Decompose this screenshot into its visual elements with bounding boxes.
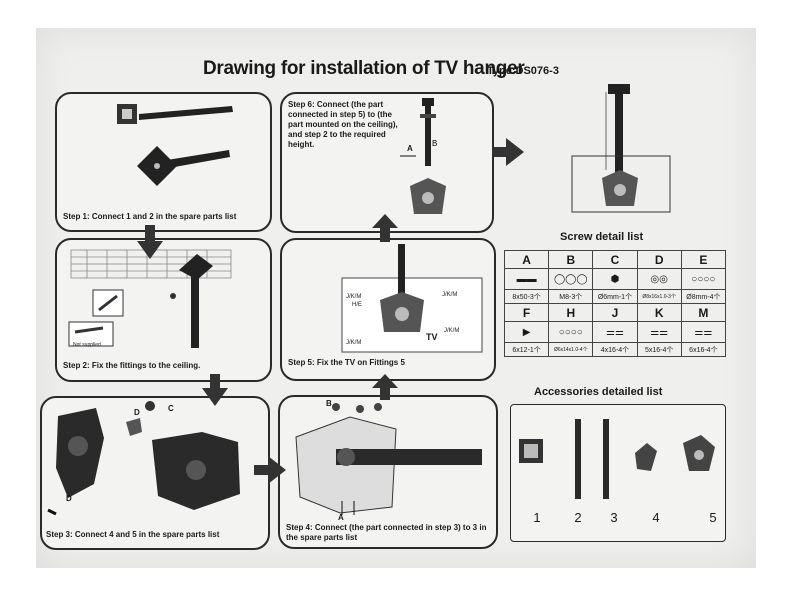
screw-letter-d: D — [636, 250, 682, 269]
screw-row-2-letters: F H J K M — [503, 303, 727, 322]
screw-letter-c: C — [592, 250, 638, 269]
final-install-diagram — [562, 82, 714, 222]
step4-illustration — [295, 403, 482, 515]
screw-pair-icon: ⚌⚌ — [680, 321, 727, 343]
step4-caption: Step 4: Connect (the part connected in s… — [286, 523, 487, 542]
screw-letter-a: A — [503, 250, 550, 269]
screw-letter-h: H — [548, 303, 594, 322]
anchor-icon: ▶ — [503, 321, 550, 343]
screw-letter-e: E — [680, 250, 727, 269]
screw-letter-f: F — [503, 303, 550, 322]
accessory-number-4: 4 — [652, 510, 660, 525]
label-a: A — [407, 144, 413, 153]
screw-letter-m: M — [680, 303, 727, 322]
screw-size-d: Ø8x16x1.0-3个 — [636, 289, 682, 304]
label-b: B — [326, 399, 332, 408]
label-d: D — [134, 408, 140, 417]
hjkm-label-4: J/K/M — [444, 328, 460, 334]
hex-nut-icon: ⬢ — [592, 268, 638, 290]
screw-row-1-sizes: 8x50-3个 M8-3个 Ø6mm-1个 Ø8x16x1.0-3个 Ø8mm-… — [503, 289, 727, 304]
step2-caption: Step 2: Fix the fittings to the ceiling. — [63, 361, 201, 370]
screw-size-h: Ø6x14x1.0-4个 — [548, 342, 594, 357]
arrow-right-icon — [492, 138, 524, 166]
step4-panel: B A Step 4: Connect (the part connected … — [278, 395, 498, 549]
accessories-title: Accessories detailed list — [534, 386, 663, 398]
step6-illustration: B — [400, 98, 446, 214]
screw-list-title: Screw detail list — [560, 231, 644, 243]
arrow-up-icon — [372, 374, 398, 400]
screw-row-2-sizes: 6x12-1个 Ø6x14x1.0-4个 4x16-4个 5x16-4个 6x1… — [503, 342, 727, 357]
washer-row-icon: ○○○○ — [680, 268, 727, 290]
accessory-number-3: 3 — [610, 510, 618, 525]
he-label-1: H/E — [352, 302, 363, 308]
step5-panel: TV J/K/M H/E J/K/M J/K/M J/K/M Step 5: F… — [280, 238, 496, 381]
hjkm-label-1: J/K/M — [346, 294, 362, 300]
step1-illustration — [117, 104, 233, 186]
step1-panel: Step 1: Connect 1 and 2 in the spare par… — [55, 92, 272, 232]
screw-size-e: Ø8mm-4个 — [680, 289, 727, 304]
step3-panel: C D D Step 3: Connect 4 and 5 in the spa… — [40, 396, 270, 550]
screw-letter-j: J — [592, 303, 638, 322]
tv-label: TV — [426, 332, 438, 342]
label-a-2: A — [338, 513, 344, 522]
screw-pair-icon: ⚌⚌ — [636, 321, 682, 343]
arrow-up-icon — [372, 214, 398, 242]
model-type-label: Type:DS076-3 — [487, 65, 559, 77]
screw-size-a: 8x50-3个 — [503, 289, 550, 304]
screw-size-k: 5x16-4个 — [636, 342, 682, 357]
screw-size-j: 4x16-4个 — [592, 342, 638, 357]
label-d-2: D — [66, 494, 72, 503]
screw-size-b: M8-3个 — [548, 289, 594, 304]
step2-panel: Not supplied Step 2: Fix the fittings to… — [55, 238, 272, 382]
step6-panel: Step 6: Connect (the part connected in s… — [280, 92, 494, 233]
not-supplied-label: Not supplied — [73, 342, 101, 348]
screw-letter-k: K — [636, 303, 682, 322]
svg-text:B: B — [432, 139, 437, 148]
washer-chain-icon: ◯◯◯ — [548, 268, 594, 290]
arrow-down-icon — [137, 225, 163, 259]
step3-caption: Step 3: Connect 4 and 5 in the spare par… — [46, 530, 220, 539]
step6-caption: Step 6: Connect (the part connected in s… — [288, 100, 398, 149]
screw-pair-icon: ⚌⚌ — [592, 321, 638, 343]
screw-row-1-icons: ▬▬ ◯◯◯ ⬢ ◎◎ ○○○○ — [503, 268, 727, 290]
accessory-number-2: 2 — [574, 510, 582, 525]
accessory-number-5: 5 — [709, 510, 717, 525]
screw-detail-table: A B C D E ▬▬ ◯◯◯ ⬢ ◎◎ ○○○○ 8x50-3个 M8-3个… — [503, 250, 727, 357]
step1-caption: Step 1: Connect 1 and 2 in the spare par… — [63, 212, 237, 221]
screw-size-f: 6x12-1个 — [503, 342, 550, 357]
page-title: Drawing for installation of TV hanger — [203, 58, 525, 79]
hjkm-label-3: J/K/M — [346, 340, 362, 346]
screw-row-1-letters: A B C D E — [503, 250, 727, 269]
step3-illustration — [47, 401, 240, 516]
arrow-down-icon — [202, 374, 228, 406]
screw-letter-b: B — [548, 250, 594, 269]
bolt-icon: ▬▬ — [503, 268, 550, 290]
hjkm-label-2: J/K/M — [442, 292, 458, 298]
screw-size-c: Ø6mm-1个 — [592, 289, 638, 304]
step5-caption: Step 5: Fix the TV on Fittings 5 — [288, 358, 405, 367]
arrow-right-icon — [254, 456, 286, 484]
screw-size-m: 6x16-4个 — [680, 342, 727, 357]
accessory-number-1: 1 — [533, 510, 541, 525]
accessories-illustration — [519, 419, 715, 499]
washer-pair-icon: ◎◎ — [636, 268, 682, 290]
accessories-panel — [510, 404, 726, 542]
step5-illustration — [341, 244, 483, 353]
label-c: C — [168, 404, 174, 413]
washer-row-icon: ○○○○ — [548, 321, 594, 343]
screw-row-2-icons: ▶ ○○○○ ⚌⚌ ⚌⚌ ⚌⚌ — [503, 321, 727, 343]
